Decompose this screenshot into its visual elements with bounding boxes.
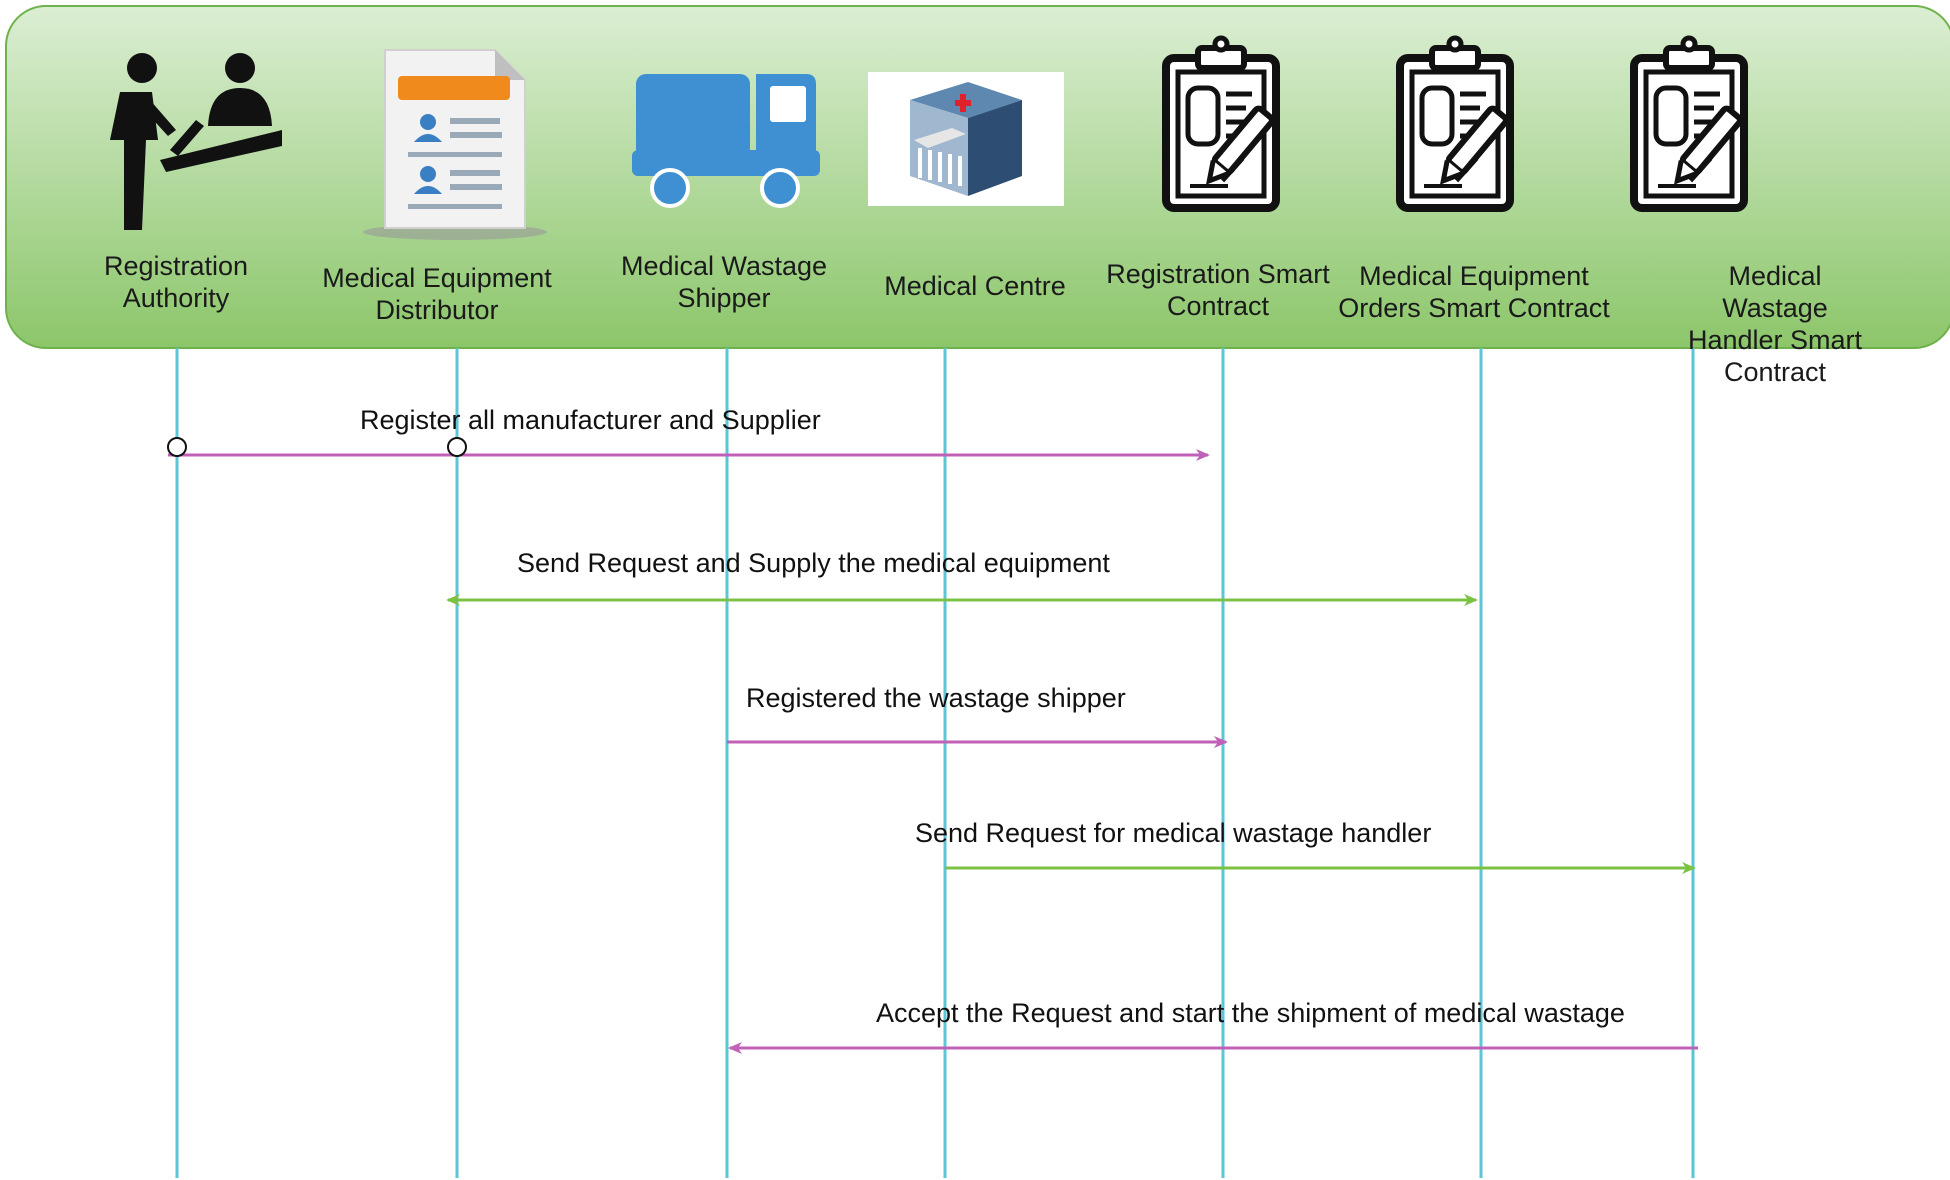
actor-label-orders-contract: Medical Equipment Orders Smart Contract	[1338, 261, 1610, 323]
actor-label-shipper: Medical Wastage Shipper	[620, 251, 828, 313]
distributor-document-icon	[363, 49, 547, 240]
message-origin-1b	[447, 437, 467, 457]
clipboard-contract-icon-3	[1634, 38, 1744, 208]
registration-authority-icon	[110, 53, 282, 230]
actor-label-wastage-handler-contract: Medical Wastage Handler Smart Contract	[1687, 261, 1863, 387]
actor-label-medical-centre: Medical Centre	[884, 271, 1066, 301]
hospital-building-icon	[868, 72, 1064, 206]
actor-label-registration-contract: Registration Smart Contract	[1106, 259, 1330, 321]
messages	[167, 437, 1698, 1054]
message-label-1: Register all manufacturer and Supplier	[360, 405, 821, 435]
actor-label-registration-authority: Registration Authority	[103, 251, 249, 313]
message-label-3: Registered the wastage shipper	[746, 683, 1126, 713]
message-origin-1a	[167, 437, 187, 457]
lifelines	[175, 348, 1695, 1178]
message-label-4: Send Request for medical wastage handler	[915, 818, 1432, 848]
actor-label-distributor: Medical Equipment Distributor	[322, 263, 552, 325]
truck-icon	[632, 74, 820, 208]
message-label-5: Accept the Request and start the shipmen…	[876, 998, 1625, 1028]
clipboard-contract-icon-1	[1166, 38, 1276, 208]
clipboard-contract-icon-2	[1400, 38, 1510, 208]
message-label-2: Send Request and Supply the medical equi…	[517, 548, 1110, 578]
